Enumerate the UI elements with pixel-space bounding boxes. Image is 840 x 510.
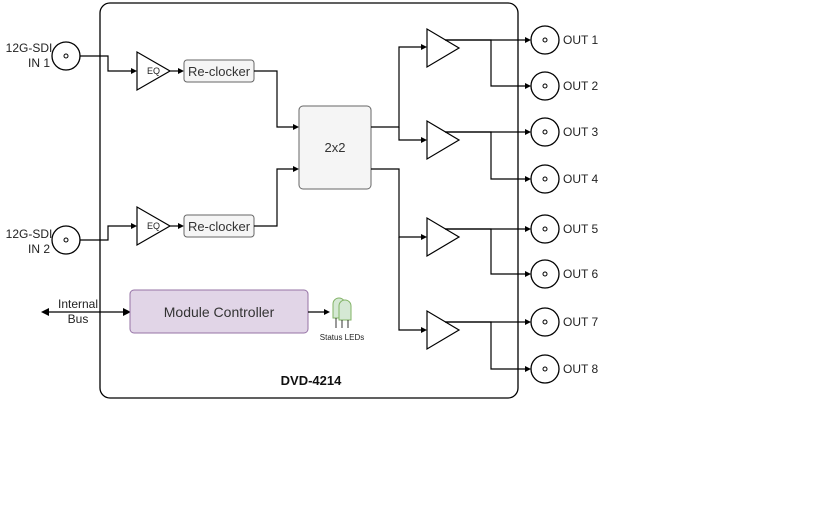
da3-arrowhead (421, 234, 427, 240)
output-6-bnc-connector (530, 259, 560, 289)
input-1-label-line1: 12G-SDI (6, 41, 53, 55)
da1-arrowhead (421, 44, 427, 50)
output-3-bnc-connector (530, 117, 560, 147)
internal-bus-label-line1: Internal (58, 297, 98, 311)
eq2-arrowhead (178, 223, 184, 229)
crosspoint-out1-wire (371, 46, 424, 128)
output-4-bnc-connector (530, 164, 560, 194)
output-3-label: OUT 3 (563, 125, 598, 139)
output-2-bnc-connector (530, 71, 560, 101)
device-name: DVD-4214 (281, 373, 342, 388)
svg-text:EQ: EQ (147, 221, 160, 231)
input-1-wire (80, 55, 134, 72)
eq1-arrowhead (178, 68, 184, 74)
crosspoint-out1b-wire (398, 127, 424, 141)
reclocker-1: Re-clocker (183, 59, 255, 83)
output-2-label: OUT 2 (563, 79, 598, 93)
internal-bus-label-line2: Bus (68, 312, 89, 326)
module-enclosure (99, 2, 519, 399)
reclocker2-to-crosspoint-wire (254, 168, 296, 227)
input-2-arrowhead (131, 223, 137, 229)
output-1-bnc-connector (530, 25, 560, 55)
svg-text:EQ: EQ (147, 66, 160, 76)
input-2-bnc-connector (51, 225, 81, 255)
output-arrowheads (525, 37, 531, 372)
output-1-label: OUT 1 (563, 33, 598, 47)
da2-arrowhead (421, 137, 427, 143)
input-1-bnc-connector (51, 41, 81, 71)
svg-text:Module Controller: Module Controller (164, 304, 275, 320)
input-1-label-line2: IN 1 (28, 56, 50, 70)
input-2-label-line2: IN 2 (28, 242, 50, 256)
distribution-amp-4 (426, 309, 461, 351)
internal-bus-arrowhead-left (41, 308, 49, 316)
reclocker1-to-crosspoint-wire (254, 70, 296, 128)
output-7-label: OUT 7 (563, 315, 598, 329)
input-2-label-line1: 12G-SDI (6, 227, 53, 241)
crosspoint-out2b-wire (398, 237, 424, 331)
output-8-label: OUT 8 (563, 362, 598, 376)
crosspoint-2x2: 2x2 (298, 105, 372, 190)
reclocker-2: Re-clocker (183, 214, 255, 238)
output-8-bnc-connector (530, 354, 560, 384)
distribution-amp-2 (426, 119, 461, 161)
crosspoint-in2-arrowhead (293, 166, 299, 172)
svg-text:Re-clocker: Re-clocker (188, 64, 251, 79)
eq-amplifier-2: EQ (136, 205, 172, 247)
svg-text:2x2: 2x2 (325, 140, 346, 155)
internal-bus-arrowhead-right (123, 308, 131, 316)
distribution-amp-3 (426, 216, 461, 258)
input-2-wire (80, 225, 134, 241)
crosspoint-in1-arrowhead (293, 124, 299, 130)
input-1-arrowhead (131, 68, 137, 74)
eq-amplifier-1: EQ (136, 50, 172, 92)
svg-text:Re-clocker: Re-clocker (188, 219, 251, 234)
module-controller: Module Controller (129, 289, 309, 334)
output-7-bnc-connector (530, 307, 560, 337)
status-leds-label: Status LEDs (320, 333, 364, 342)
da4-arrowhead (421, 327, 427, 333)
amp-output-wires (445, 39, 527, 370)
leds-arrowhead (324, 309, 330, 315)
crosspoint-out2-wire (371, 168, 424, 238)
output-4-label: OUT 4 (563, 172, 598, 186)
status-leds-icon (332, 297, 352, 328)
distribution-amp-1 (426, 27, 461, 69)
output-5-bnc-connector (530, 214, 560, 244)
output-5-label: OUT 5 (563, 222, 598, 236)
output-6-label: OUT 6 (563, 267, 598, 281)
